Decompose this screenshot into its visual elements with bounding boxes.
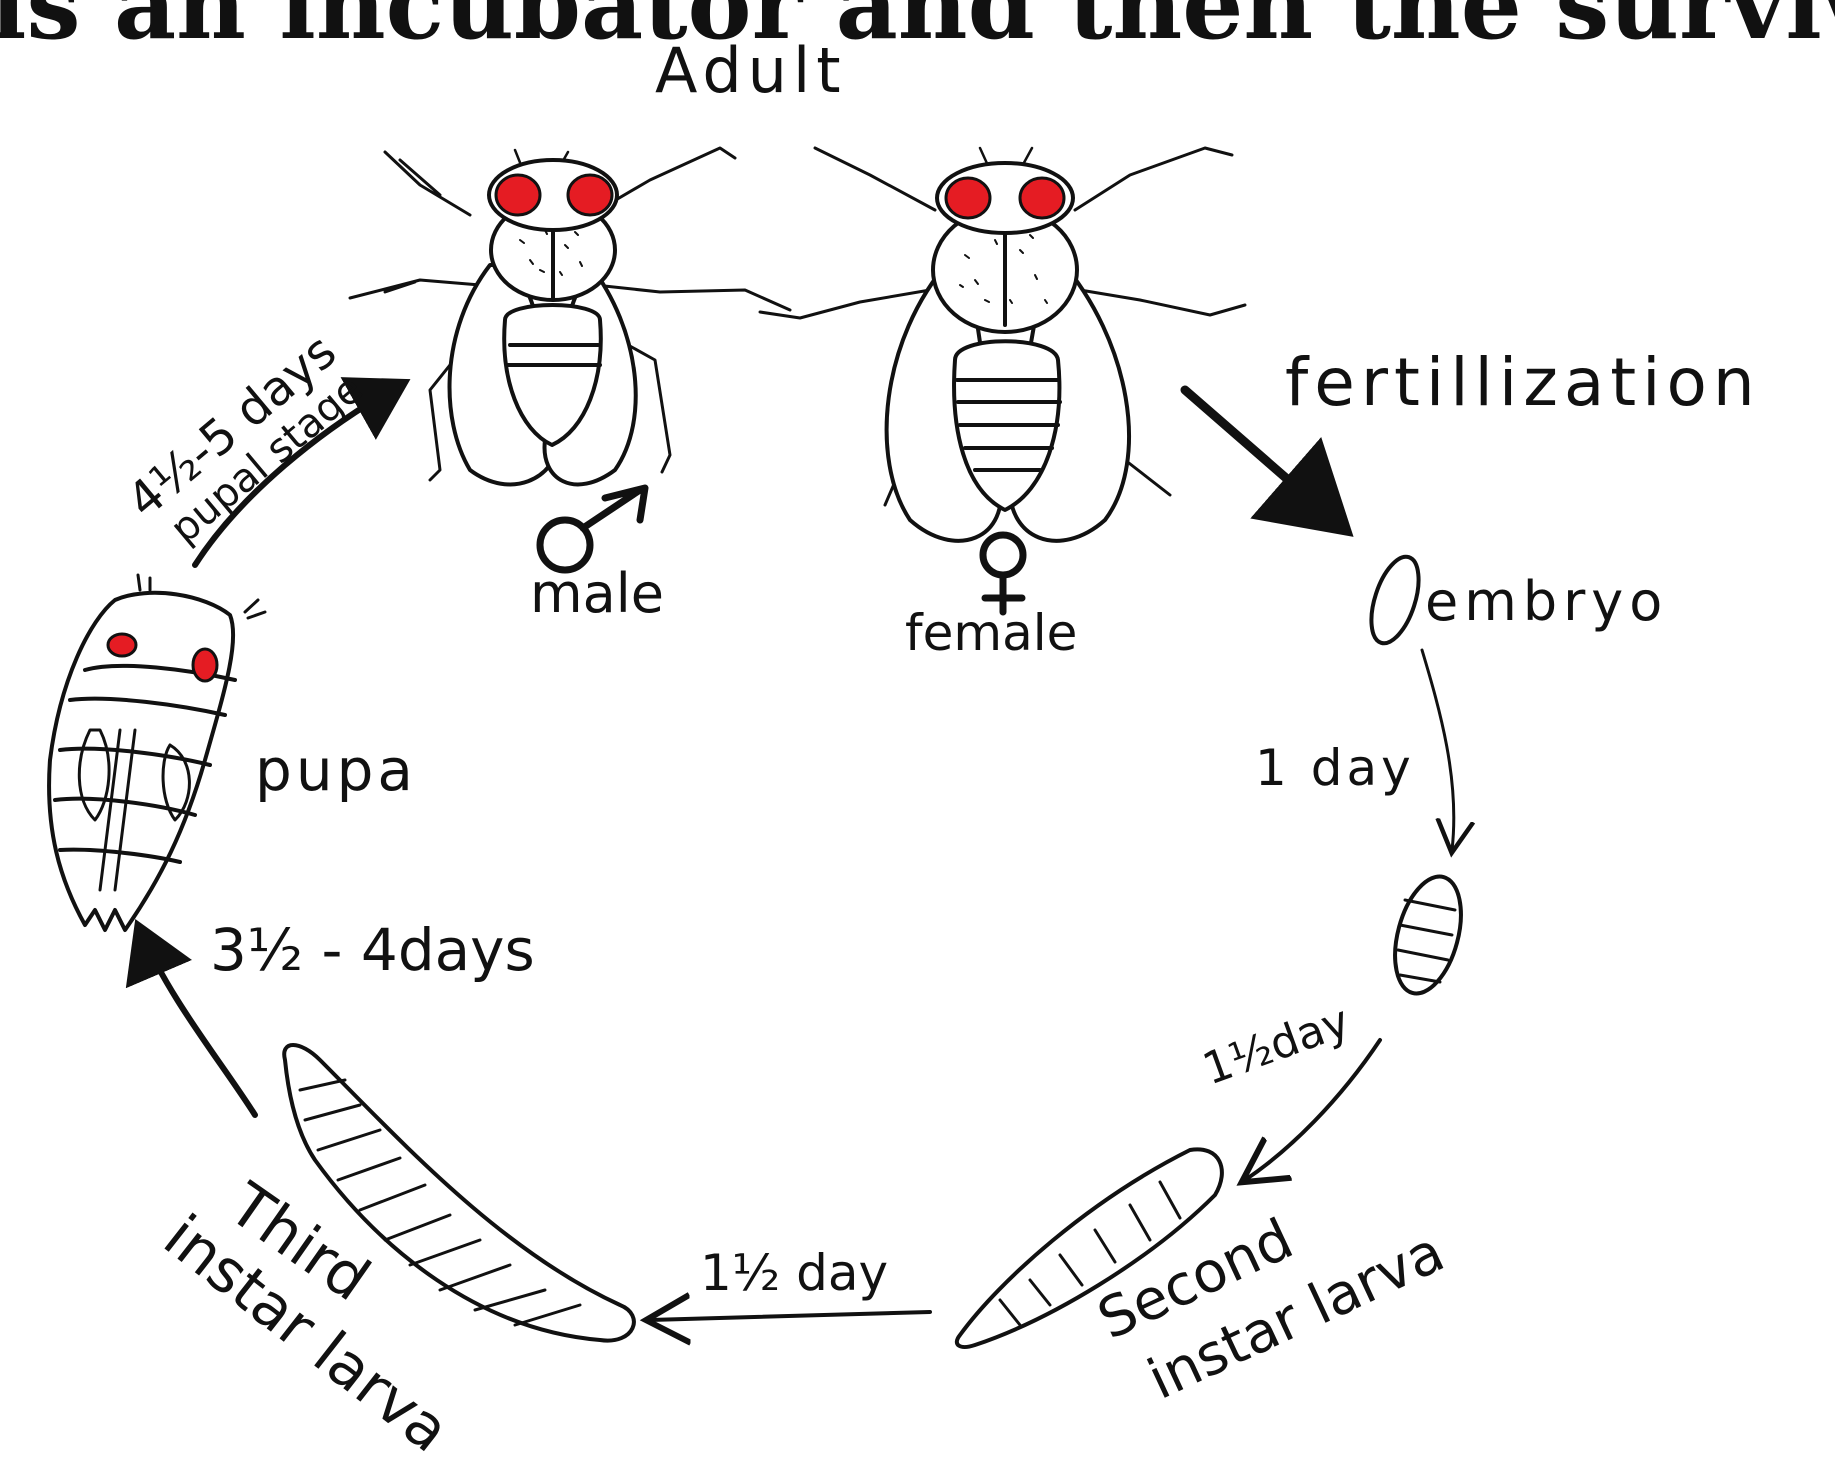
pupa-right-eye (193, 649, 217, 681)
pupa-left-eye (108, 634, 136, 656)
embryo (1362, 551, 1428, 649)
embryo-to-first-duration: 1 day (1255, 739, 1415, 797)
female-fly (760, 148, 1245, 541)
adult-label: Adult (655, 34, 847, 107)
pupa-label: pupa (255, 736, 417, 804)
third-to-pupa-duration: 3½ - 4days (210, 916, 535, 984)
male-label: male (530, 562, 664, 625)
mars-icon (540, 488, 645, 570)
second-to-third-duration: 1½ day (700, 1244, 888, 1302)
first-instar-larva (1383, 869, 1472, 1000)
male-left-eye (496, 175, 540, 215)
fertilization-label: fertillization (1285, 344, 1761, 421)
second-to-third-instar-arrow (650, 1312, 930, 1320)
female-right-eye (1020, 178, 1064, 218)
pupa (49, 575, 265, 930)
first-to-second-duration: 1½day (1196, 996, 1356, 1096)
venus-icon (983, 535, 1023, 612)
embryo-label: embryo (1425, 570, 1668, 633)
top-cropped-heading: is an incubator and then the survivors a… (0, 0, 1835, 61)
female-left-eye (946, 178, 990, 218)
female-label: female (905, 604, 1077, 662)
male-fly (350, 148, 790, 484)
embryo-to-first-instar-arrow (1422, 650, 1454, 850)
male-right-eye (568, 175, 612, 215)
